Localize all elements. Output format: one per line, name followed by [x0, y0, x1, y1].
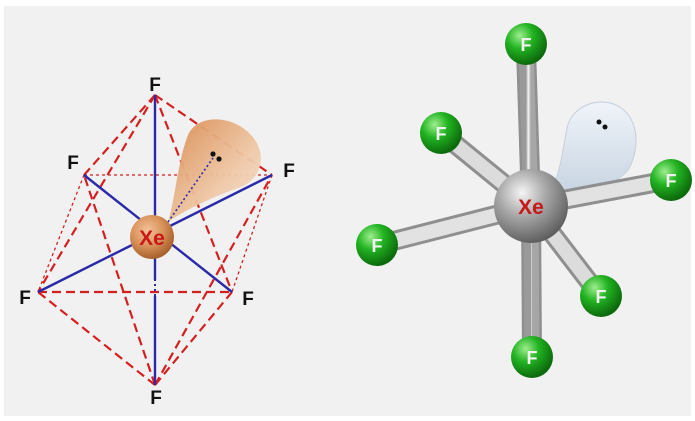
f-label-lower-left: F [19, 288, 31, 309]
xe-label-left: Xe [139, 227, 165, 250]
f-atom-right-label: F [666, 171, 677, 191]
f-atom-left: F [356, 224, 398, 266]
f-atom-bottom: F [511, 336, 553, 378]
f-label-upper-left: F [67, 153, 79, 174]
lone-pair-electron [210, 151, 216, 157]
lone-pair-lobe-left [168, 119, 261, 222]
f-atom-lower-right-label: F [596, 287, 607, 307]
f-label-upper-right: F [283, 161, 295, 182]
lone-pair-lobe-right [551, 101, 637, 191]
right-ball-and-stick: F F F F Xe F F [356, 23, 692, 378]
xe-atom-right [494, 169, 568, 243]
lone-pair-electron [216, 156, 222, 162]
lone-pair-electron [596, 119, 602, 125]
xe-atom-left [130, 215, 174, 259]
f-atom-lower-right: F [580, 275, 622, 317]
f-atom-top: F [505, 23, 547, 65]
f-label-top: F [149, 75, 161, 96]
f-atom-right: F [650, 159, 692, 201]
f-label-bottom: F [150, 388, 162, 409]
left-octahedron: Xe F F F F F F [19, 75, 295, 409]
f-label-lower-right: F [242, 289, 254, 310]
f-atom-left-label: F [372, 236, 383, 256]
diagram-panel [4, 6, 691, 416]
f-atom-top-label: F [521, 35, 532, 55]
f-atom-bottom-label: F [527, 348, 538, 368]
f-atom-upper-left: F [420, 112, 462, 154]
lone-pair-electron [602, 124, 608, 130]
f-atom-upper-left-label: F [436, 124, 447, 144]
xe-label-right: Xe [518, 196, 544, 219]
